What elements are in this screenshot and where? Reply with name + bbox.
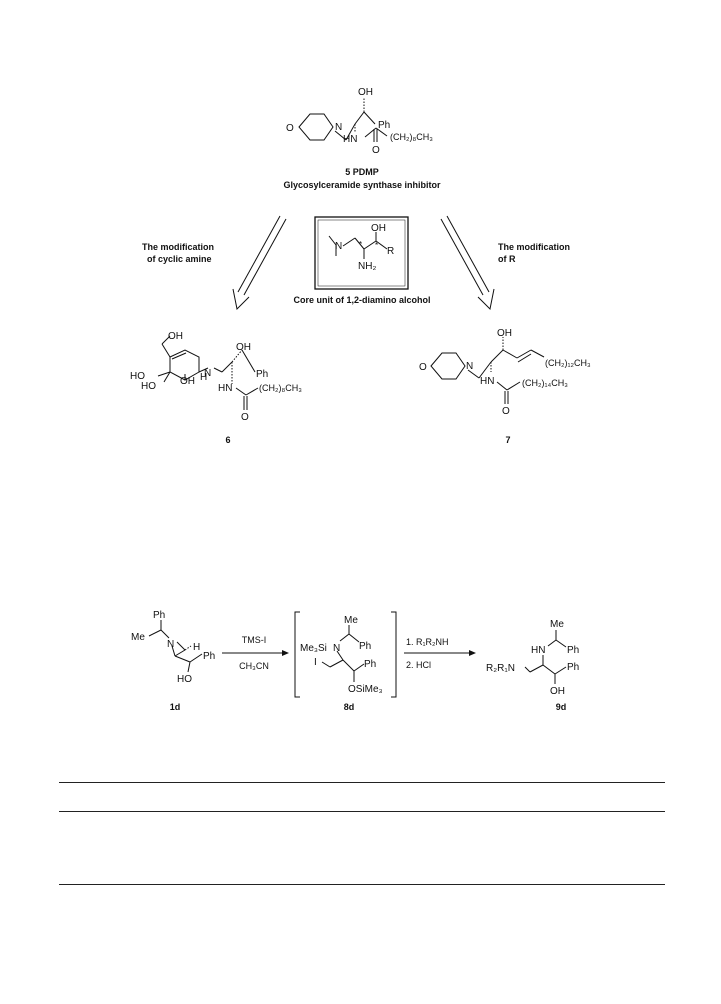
core-nh2: NH₂ [358,261,376,272]
c6-ho-left: HO [130,371,145,382]
step1-reagent: TMS-I [242,635,267,645]
c8d-me: Me [344,615,358,626]
core-star-2: * [375,241,378,250]
c1d-ph: Ph [203,651,215,662]
c8d-label: 8d [344,702,355,712]
c6-h: H [200,372,207,383]
c5-o-carbonyl: O [372,145,380,156]
compound-1d-structure [148,620,203,673]
intermediate-brackets [294,611,397,698]
c7-chain-top: (CH₂)₁₂CH₃ [545,358,591,368]
c1d-me: Me [131,632,145,643]
core-unit-box [314,216,409,290]
core-oh: OH [371,223,386,234]
c9d-r2r1n: R₂R₁N [486,663,515,674]
compound-9d-structure [524,630,567,684]
c9d-ph-n: Ph [567,645,579,656]
c1d-ho: HO [177,674,192,685]
c5-number-label: 5 PDMP [345,167,379,177]
c6-oh-ring: OH [180,376,195,387]
compound-7-structure [430,337,545,404]
c5-ph: Ph [378,120,390,131]
c8d-ph: Ph [364,659,376,670]
c6-hn: HN [218,383,232,394]
c1d-label: 1d [170,702,181,712]
c5-description: Glycosylceramide synthase inhibitor [283,180,441,190]
c6-ph: Ph [256,369,268,380]
c7-number-label: 7 [505,435,510,445]
c7-n: N [466,361,473,372]
step2-line1: 1. R₁R₂NH [406,637,449,647]
compound-5-structure: O N OH Ph HN (CH₂)₈CH₃ O [286,87,433,156]
c5-chain: (CH₂)₈CH₃ [390,132,433,142]
reaction-arrow-2 [404,650,476,656]
step2-line2: 2. HCl [406,660,431,670]
table-rule-header [59,811,665,812]
c9d-oh: OH [550,686,565,697]
right-hollow-arrow [440,215,495,311]
c7-o-ring: O [419,362,427,373]
left-hollow-arrow [232,215,287,311]
c9d-me: Me [550,619,564,630]
c5-oh: OH [358,87,373,98]
c6-n: N [204,368,211,379]
step1-solvent: CH₃CN [239,661,269,671]
c8d-osime3: OSiMe₃ [348,684,383,695]
c8d-n: N [333,643,340,654]
c7-hn: HN [480,376,494,387]
c1d-n: N [167,639,174,650]
c8d-i: I [314,657,317,668]
c8d-ph-n: Ph [359,641,371,652]
c9d-hn: HN [531,645,545,656]
c5-n: N [335,122,342,133]
c6-number-label: 6 [225,435,230,445]
core-r: R [387,246,394,257]
c6-oh-top: OH [168,331,183,342]
c9d-ph: Ph [567,662,579,673]
core-n: N [335,241,342,252]
compound-6-structure [157,335,259,410]
c7-chain-bottom: (CH₂)₁₄CH₃ [522,378,568,388]
c1d-ph-top: Ph [153,610,165,621]
c9d-label: 9d [556,702,567,712]
table-rule-bottom [59,884,665,885]
c7-o-carbonyl: O [502,406,510,417]
c6-o-carbonyl: O [241,412,249,423]
c8d-me3si: Me₃Si [300,643,327,654]
c5-o-ring: O [286,123,294,134]
c1d-h: H [193,642,200,653]
right-arrow-label-line1: The modification [498,242,570,252]
c6-oh: OH [236,342,251,353]
compound-8d-structure [321,625,365,682]
table-rule-top [59,782,665,783]
core-unit-caption: Core unit of 1,2-diamino alcohol [293,295,430,305]
c7-oh: OH [497,328,512,339]
reaction-arrow-1 [222,650,289,656]
c5-hn: HN [343,134,357,145]
c6-ho-lower: HO [141,381,156,392]
right-arrow-label-line2: of R [498,254,516,264]
left-arrow-label-line1: The modification [142,242,214,252]
left-arrow-label-line2: of cyclic amine [147,254,212,264]
c6-chain: (CH₂)₈CH₃ [259,383,302,393]
core-star-1: * [359,240,362,249]
